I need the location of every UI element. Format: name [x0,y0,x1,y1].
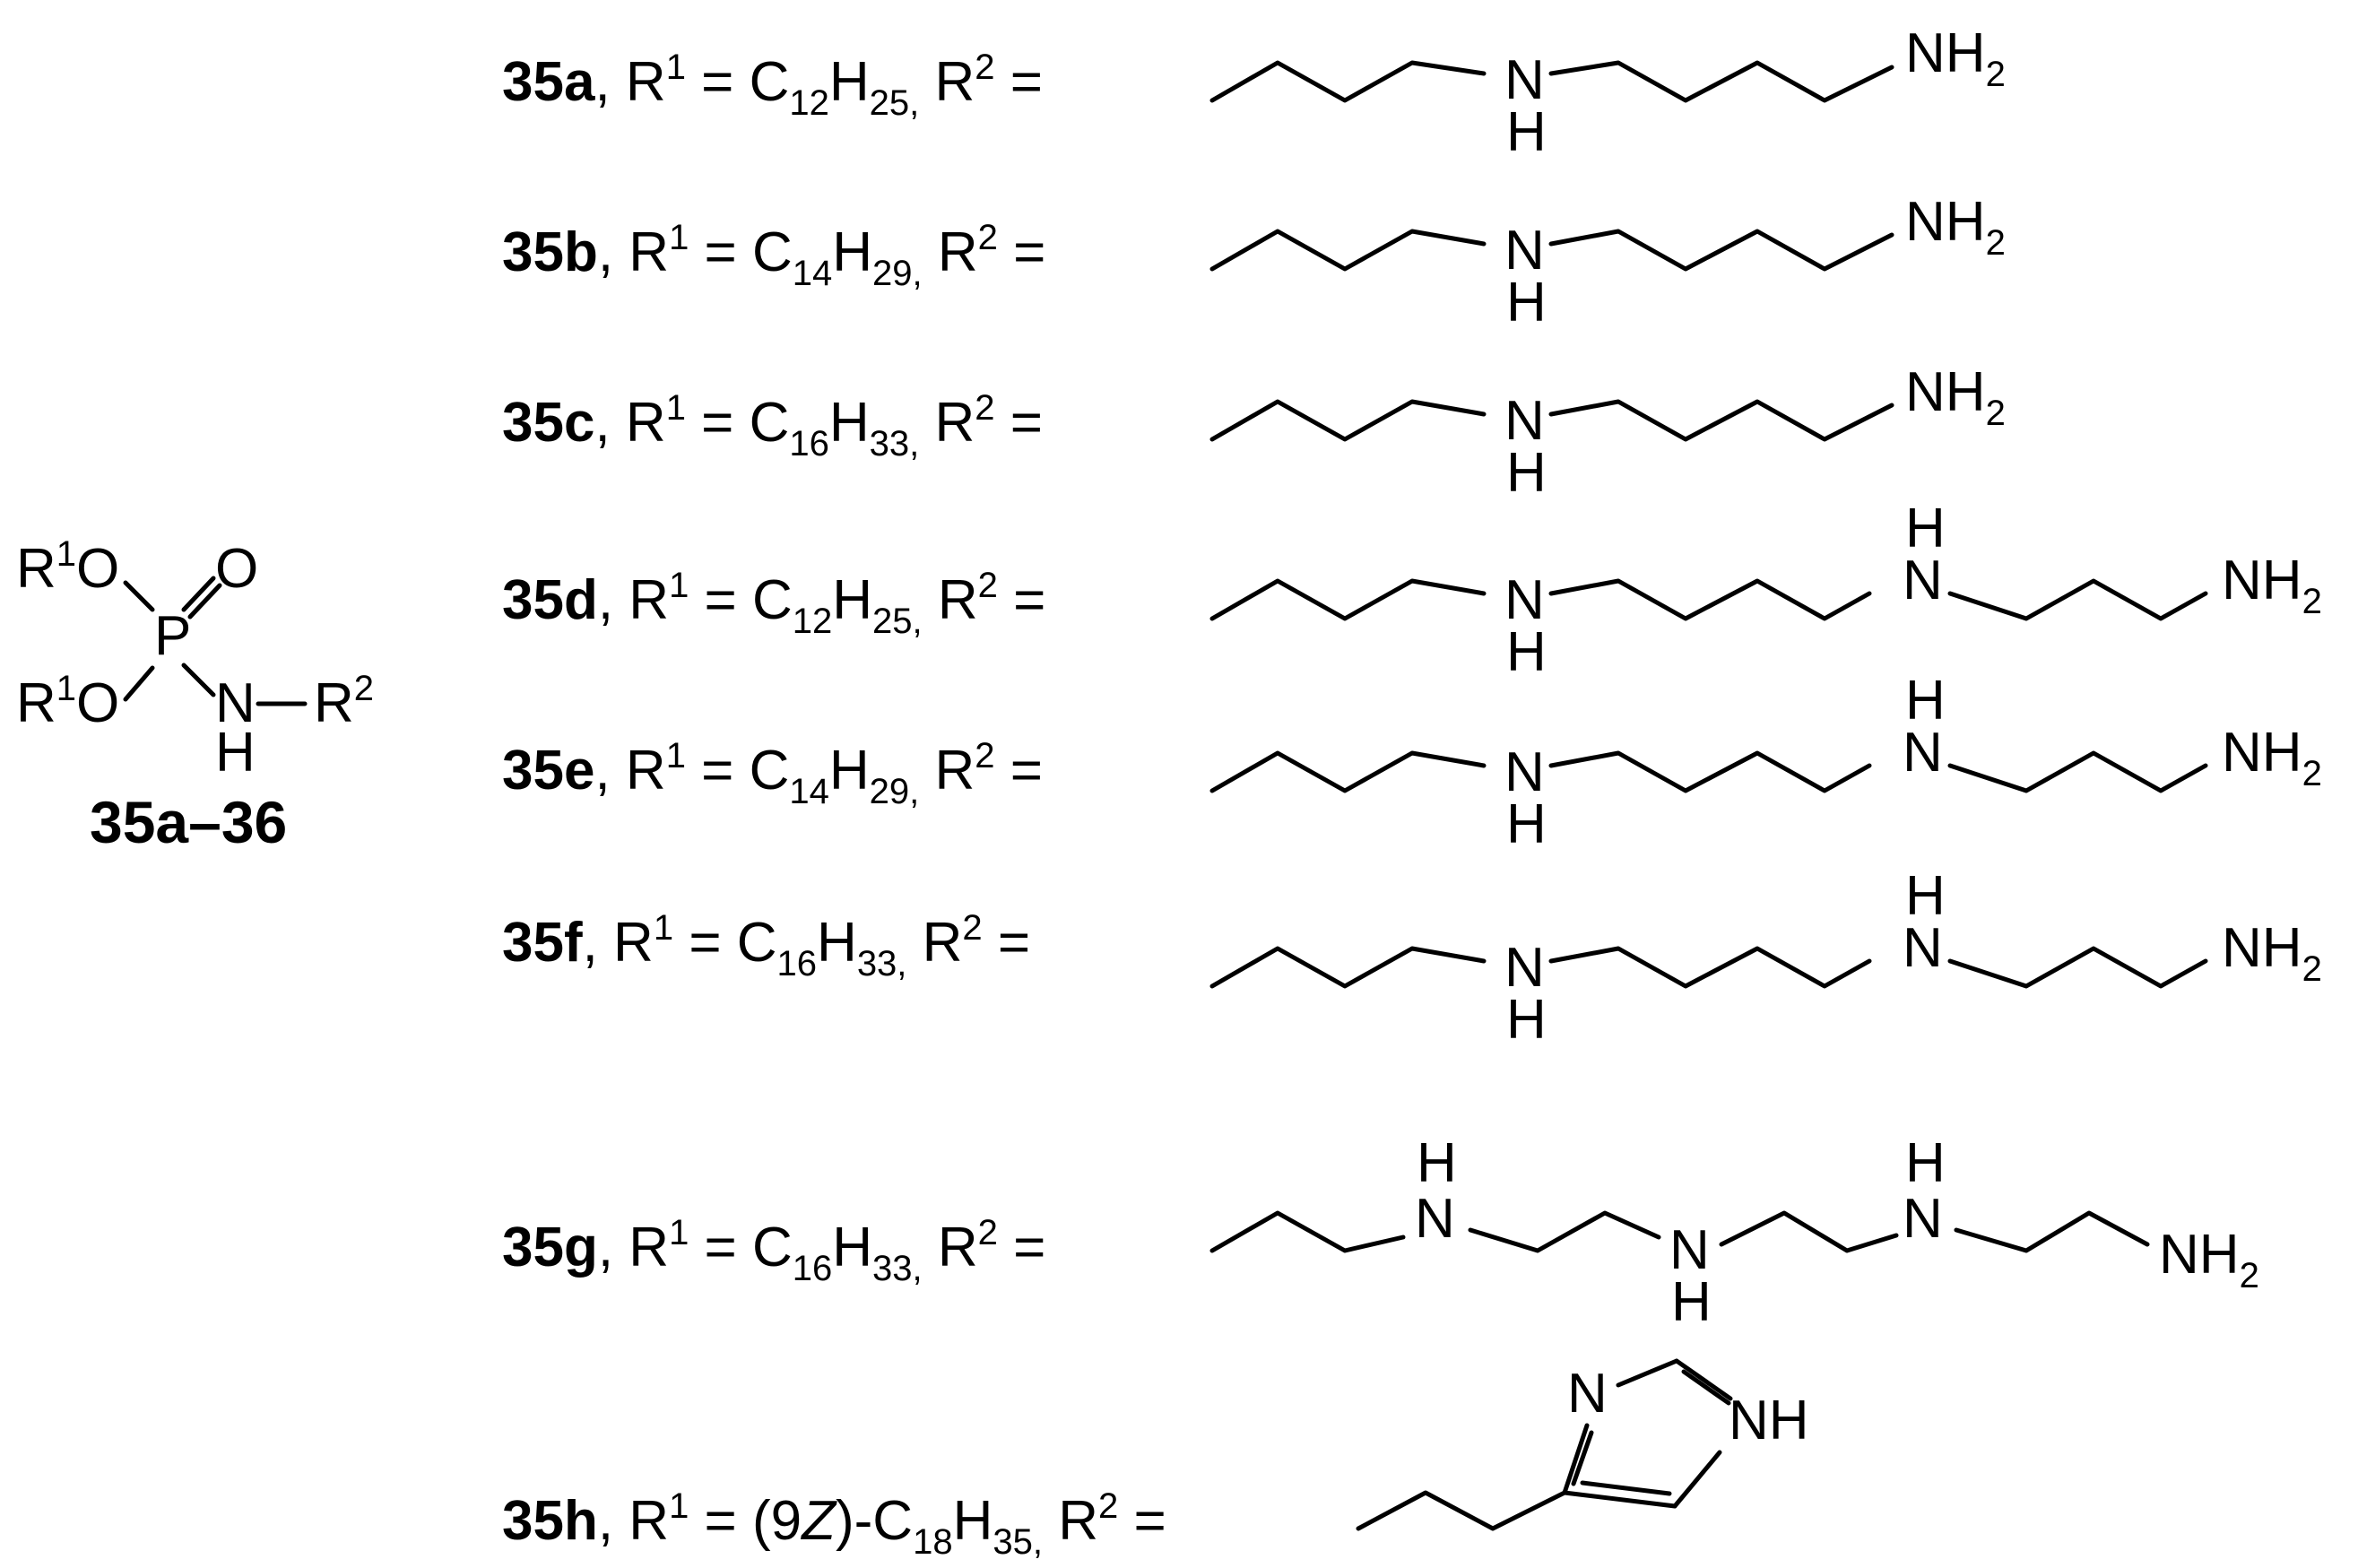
chain-35g-bond-2 [1468,1210,1661,1253]
n-atom: N [1504,569,1545,631]
chain-35f: N H H N NH2 [1209,865,2322,1051]
ring-bond-c4-n3 [1562,1423,1590,1495]
h-atom: H [1506,272,1547,334]
chain-35d-bond-2 [1548,578,1872,621]
chain-35g: H N N H H N NH2 [1209,1132,2259,1333]
r2-group: R2 [314,669,374,734]
h-atom: H [1905,670,1946,732]
amide-hydrogen: H [215,722,256,784]
row-labels: 35a, R1 = C12H25, R2 = 35b, R1 = C14H29,… [502,48,1166,1562]
chain-35g-bond-3 [1719,1210,1899,1253]
n-atom: N [1504,937,1545,999]
row-35g-label: 35g, R1 = C16H33, R2 = [502,1213,1045,1288]
n-atom: N [1903,1188,1943,1250]
imidazole-n-atom: N [1567,1363,1608,1425]
row-35a-label: 35a, R1 = C12H25, R2 = [502,48,1043,123]
chain-35d: N H H N NH2 [1209,498,2322,683]
bond-p-o-double-1 [181,576,216,612]
chain-35d-bond-3 [1947,578,2208,621]
chain-35h-bond [1356,1490,1567,1531]
nh2-group: NH2 [2159,1224,2259,1295]
compound-range-label: 35a–36 [90,789,287,855]
imidazole-nh-atom: NH [1729,1390,1809,1451]
chain-35e-bond [1209,750,1487,793]
chain-35c: N H NH2 [1209,361,2006,504]
chain-35f-bond-3 [1947,946,2208,989]
h-atom: H [1905,865,1946,927]
bond-p-o-double-2 [187,583,222,619]
chain-35g-bond-4 [1954,1210,2150,1253]
oxo-oxygen: O [215,538,258,600]
nh2-group: NH2 [2222,917,2322,989]
chain-35a: N H NH2 [1209,22,2006,163]
ring-bond-c5-c4 [1562,1490,1677,1509]
chain-35h: N NH [1356,1358,1809,1531]
r1o-bottom: R1O [16,669,119,734]
r1o-top: R1O [16,534,119,600]
ring-bond-c5-c4-double [1580,1480,1672,1496]
bond-o-p-top [123,580,155,612]
h-atom: H [1671,1271,1712,1333]
n-atom: N [1504,741,1545,803]
h-atom: H [1506,442,1547,504]
n-atom: N [1903,722,1943,784]
n-atom: N [1504,220,1545,282]
chain-35a-bond [1209,60,1487,103]
ring-bond-n1-c5 [1672,1450,1722,1509]
row-35h-label: 35h, R1 = (9Z)-C18H35, R2 = [502,1486,1166,1562]
row-35c-label: 35c, R1 = C16H33, R2 = [502,388,1043,463]
h-atom: H [1905,1132,1946,1194]
amide-nitrogen: N [215,672,256,734]
row-35e-label: 35e, R1 = C14H29, R2 = [502,736,1043,811]
ring-bond-c2-n1-inner [1681,1369,1731,1406]
n-atom: N [1415,1188,1455,1250]
chain-35g-bond [1209,1210,1406,1253]
chain-35d-bond [1209,578,1487,621]
chain-35b: N H NH2 [1209,191,2006,334]
row-35b-label: 35b, R1 = C14H29, R2 = [502,218,1045,293]
n-atom: N [1669,1219,1710,1281]
bond-o-p-bottom [123,665,155,702]
n-atom: N [1903,550,1943,611]
h-atom: H [1506,793,1547,855]
chain-35a-bond-2 [1548,60,1894,103]
ring-bond-n3-c2 [1616,1358,1679,1388]
n-atom: N [1504,390,1545,452]
n-atom: N [1903,917,1943,979]
nh2-group: NH2 [2222,550,2322,621]
chain-35c-bond [1209,399,1487,442]
chain-35f-bond [1209,946,1487,989]
nh2-group: NH2 [1905,22,2006,94]
chain-35b-bond-2 [1548,229,1894,272]
h-atom: H [1905,498,1946,559]
chain-35e-bond-3 [1947,750,2208,793]
phosphorus-atom: P [154,605,191,667]
h-atom: H [1506,989,1547,1051]
ring-bond-c4-n3-double [1571,1430,1594,1486]
h-atom: H [1417,1132,1457,1194]
chain-35e-bond-2 [1548,750,1872,793]
h-atom: H [1506,621,1547,683]
core-structure: R1O R1O P O N H R2 35a–36 [16,534,374,855]
chain-35f-bond-2 [1548,946,1872,989]
nh2-group: NH2 [1905,361,2006,433]
chain-35b-bond [1209,229,1487,272]
row-35d-label: 35d, R1 = C12H25, R2 = [502,566,1045,641]
nh2-group: NH2 [1905,191,2006,263]
chain-35c-bond-2 [1548,399,1894,442]
n-atom: N [1504,49,1545,111]
nh2-group: NH2 [2222,722,2322,793]
chain-35e: N H H N NH2 [1209,670,2322,855]
bond-p-n [181,663,216,697]
h-atom: H [1506,101,1547,163]
row-35f-label: 35f, R1 = C16H33, R2 = [502,908,1030,983]
ring-bond-c2-n1 [1674,1358,1733,1401]
